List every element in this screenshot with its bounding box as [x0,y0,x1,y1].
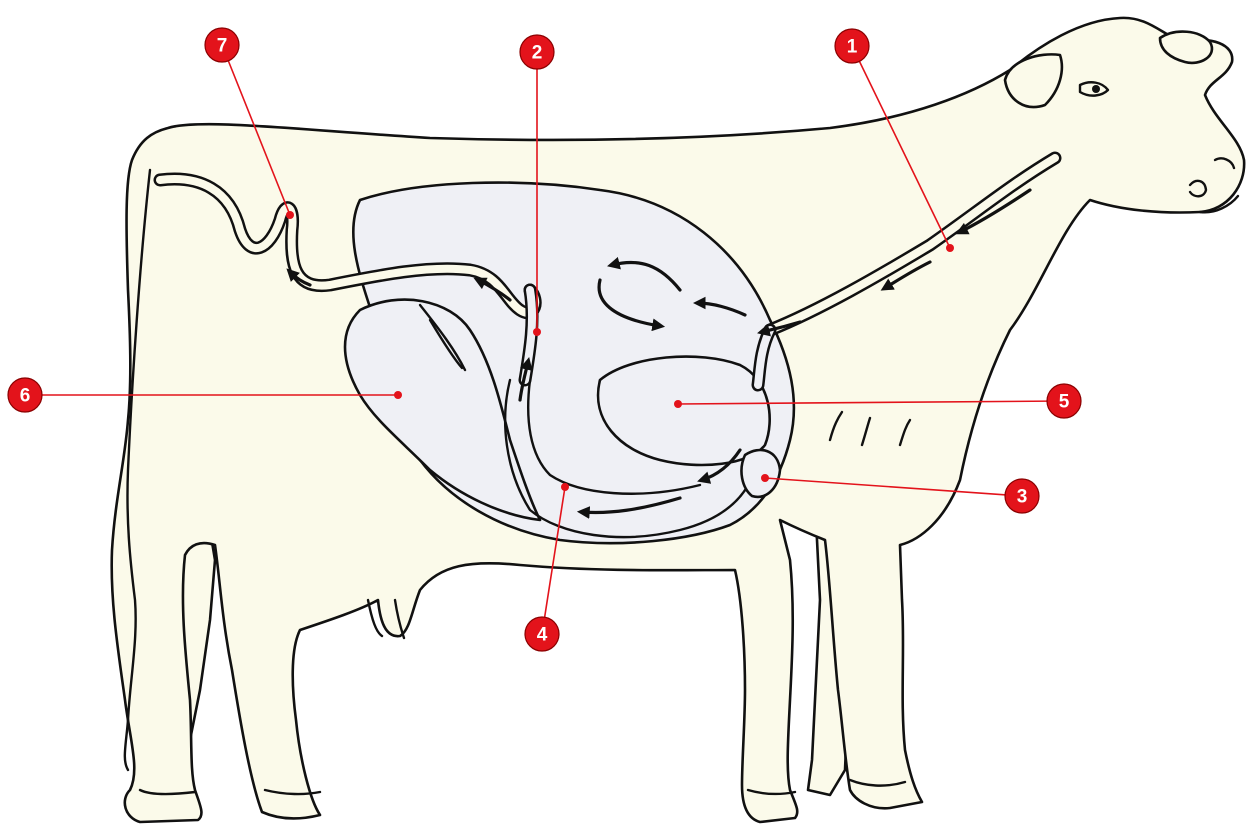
label-4-text: 4 [537,625,548,646]
label-5-text: 5 [1059,392,1070,413]
label-3-text: 3 [1017,487,1028,508]
label-7-text: 7 [217,36,228,57]
label-2-text: 2 [532,43,543,64]
label-6-text: 6 [20,386,31,407]
label-1-text: 1 [847,37,858,58]
